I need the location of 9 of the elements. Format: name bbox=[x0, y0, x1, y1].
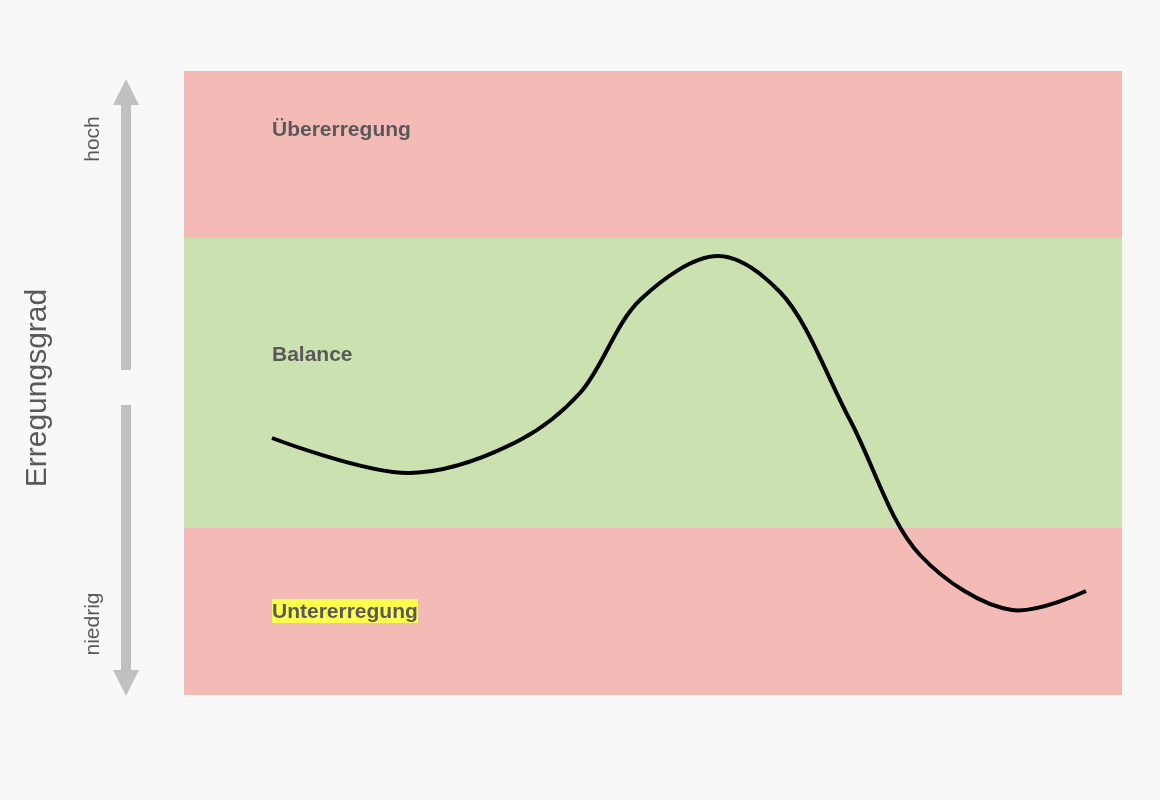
zone-label: Untererregung bbox=[272, 599, 418, 623]
zone-band bbox=[184, 528, 1122, 695]
zone-label: Balance bbox=[272, 342, 353, 366]
zone-band bbox=[184, 238, 1122, 528]
zone-label: Übererregung bbox=[272, 117, 411, 141]
scale-label: hoch bbox=[80, 116, 104, 162]
scale-label: niedrig bbox=[80, 592, 104, 656]
axis-title: Erregungsgrad bbox=[19, 288, 53, 488]
zone-band bbox=[184, 71, 1122, 238]
